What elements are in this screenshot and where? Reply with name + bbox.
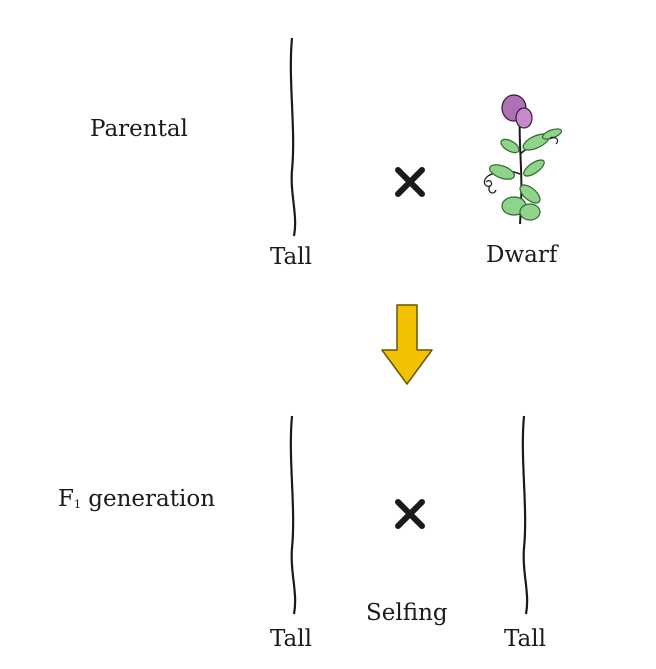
- tall-plant-art: [289, 37, 297, 237]
- tall-plant-art: [289, 415, 297, 615]
- parental-cross-icon: [395, 167, 425, 197]
- f1-generation-label: F1 generation: [58, 488, 215, 511]
- parental-tall-label: Tall: [270, 244, 312, 270]
- tall-plant-art: [521, 415, 529, 615]
- selfing-label: Selfing: [366, 600, 448, 626]
- f1-label-subscript: 1: [73, 498, 81, 511]
- f1-left-tall-plant-icon: [289, 415, 297, 615]
- f1-label-suffix: generation: [80, 486, 216, 512]
- parental-dwarf-plant-icon: [483, 94, 563, 225]
- f1-right-tall-label: Tall: [504, 626, 546, 652]
- down-arrow-icon: [381, 304, 433, 385]
- f1-cross-icon: [395, 499, 425, 529]
- f1-label-prefix: F: [58, 486, 74, 512]
- f1-right-tall-plant-icon: [521, 415, 529, 615]
- parental-tall-plant-icon: [289, 37, 297, 237]
- parental-label: Parental: [90, 116, 188, 142]
- f1-left-tall-label: Tall: [270, 626, 312, 652]
- dwarf-plant-art: [483, 94, 563, 225]
- parental-dwarf-label: Dwarf: [486, 242, 558, 268]
